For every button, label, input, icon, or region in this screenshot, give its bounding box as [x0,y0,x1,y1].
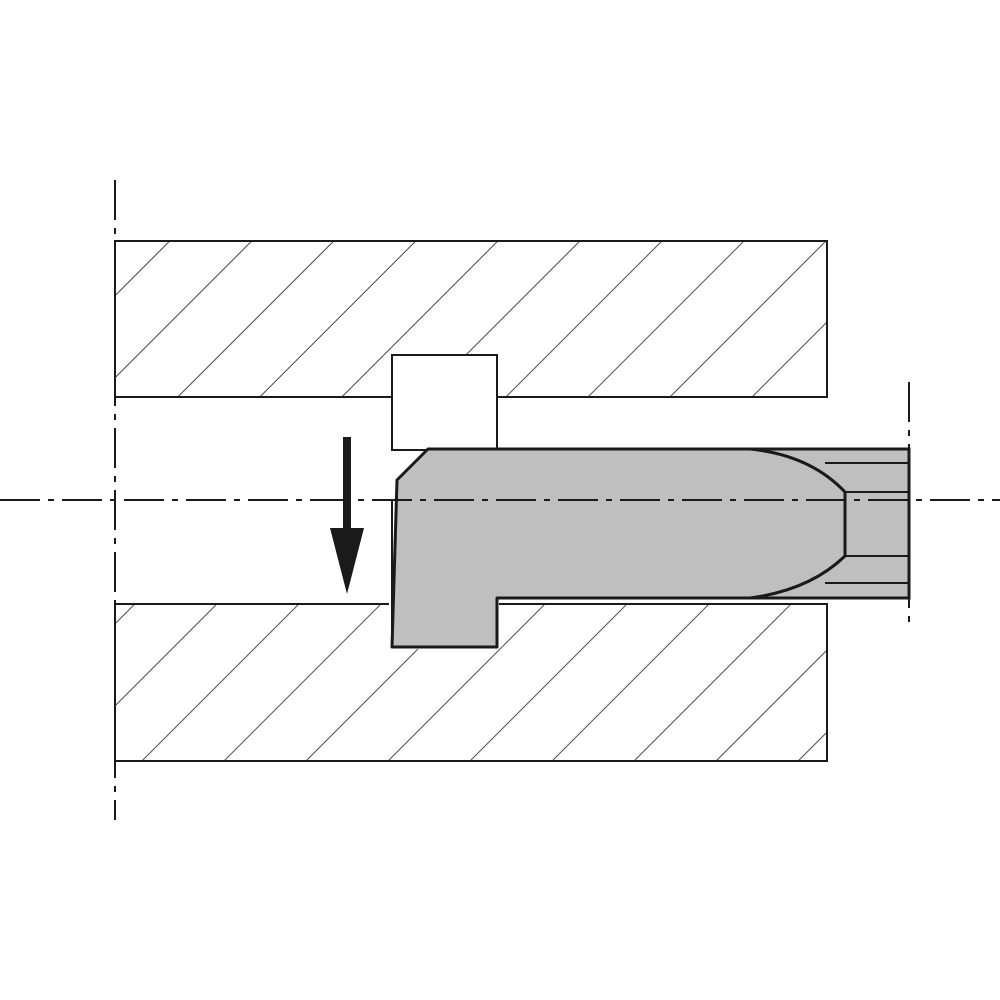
grooving-tool-insert [390,447,847,649]
groove-upper [391,354,498,451]
down-arrow-icon [330,437,364,594]
